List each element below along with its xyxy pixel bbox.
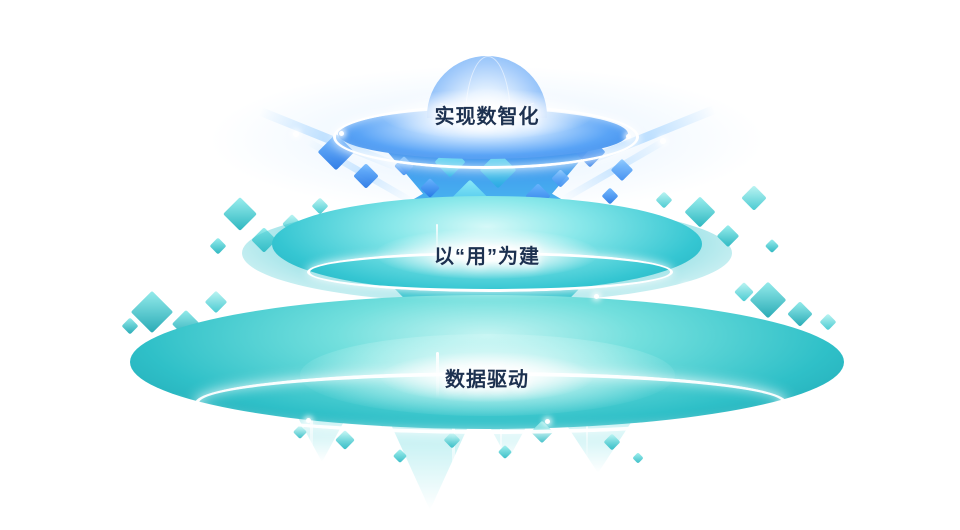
light-beam xyxy=(452,416,455,512)
sparkle-dot xyxy=(683,285,689,291)
light-beam xyxy=(500,418,502,473)
sparkle-dot xyxy=(230,266,236,272)
crystal-decoration xyxy=(121,317,139,335)
light-beam xyxy=(310,408,313,470)
middle-tier-label: 以“用”为建 xyxy=(376,229,598,279)
middle-tier-label-text: 以“用”为建 xyxy=(434,245,540,268)
sparkle-dot xyxy=(593,293,599,299)
crystal-decoration xyxy=(209,237,227,255)
light-beam xyxy=(586,415,588,463)
label-glow xyxy=(381,352,593,402)
crystal-decoration xyxy=(632,452,644,464)
crystal-decoration xyxy=(684,196,716,228)
light-beam xyxy=(676,412,678,452)
bottom-tier-label-text: 数据驱动 xyxy=(445,368,529,391)
sparkle-dot xyxy=(175,401,181,407)
light-beam xyxy=(378,414,381,502)
crystal-decoration xyxy=(764,238,780,254)
light-beam xyxy=(545,412,548,482)
crystal-decoration xyxy=(787,301,813,327)
crystal-decoration xyxy=(204,290,228,314)
label-glow xyxy=(381,89,593,139)
sparkle-dot xyxy=(338,130,344,136)
sparkle-dot xyxy=(779,404,785,410)
light-beam xyxy=(352,412,354,452)
sparkle-dot xyxy=(305,417,311,423)
crystal-decoration xyxy=(819,313,837,331)
sparkle-dot xyxy=(293,131,299,137)
bottom-tier-label: 数据驱动 xyxy=(381,352,593,402)
light-beam xyxy=(648,410,651,488)
top-tier-label-text: 实现数智化 xyxy=(434,105,540,128)
crystal-decoration xyxy=(741,185,767,211)
top-tier-label: 实现数智化 xyxy=(381,89,593,139)
crystal-decoration xyxy=(749,281,787,319)
crystal-decoration xyxy=(223,197,257,231)
sparkle-dot xyxy=(660,138,666,144)
label-glow xyxy=(376,229,598,279)
sparkle-dot xyxy=(625,133,631,139)
sparkle-dot xyxy=(544,418,550,424)
